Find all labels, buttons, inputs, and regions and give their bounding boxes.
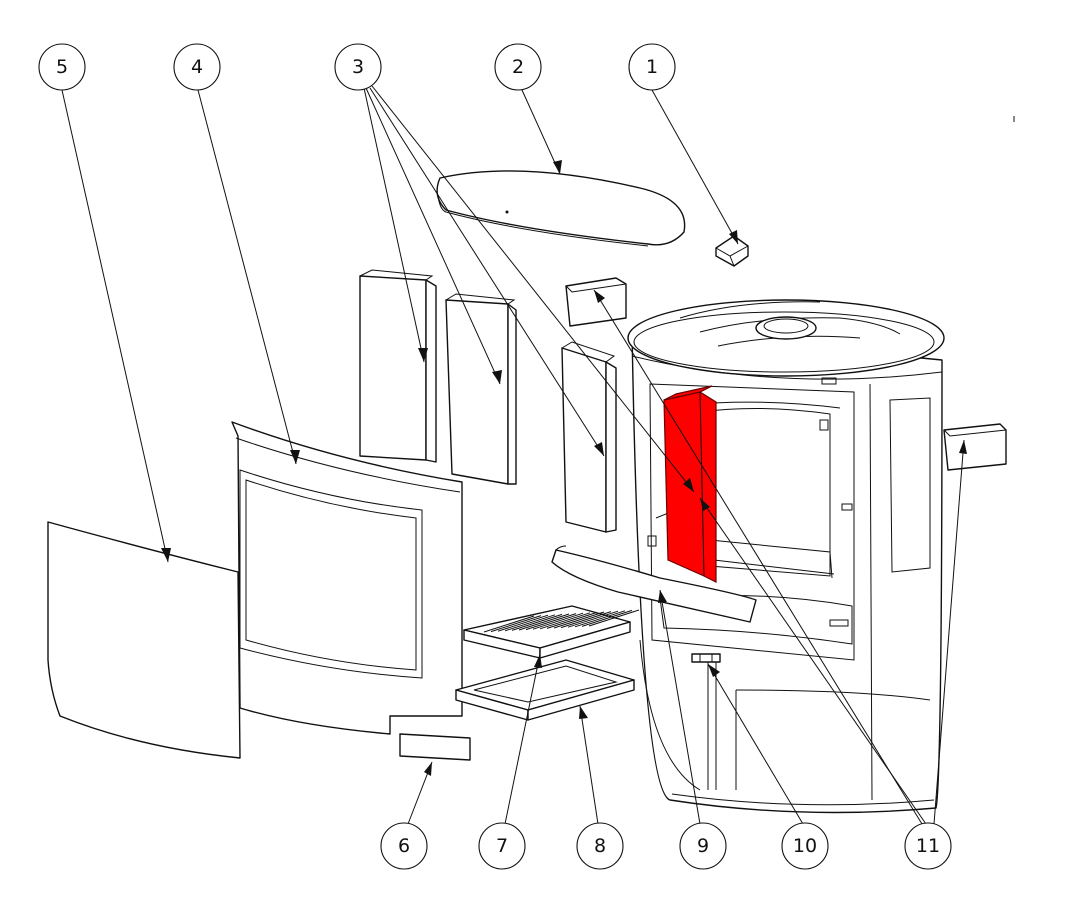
balloon-label: 4 bbox=[191, 56, 203, 78]
balloon-label: 6 bbox=[398, 835, 410, 857]
grate-slot bbox=[525, 613, 577, 631]
part-4-front-panel bbox=[231, 421, 463, 735]
grate-slot bbox=[588, 609, 640, 627]
balloon-7: 7 bbox=[478, 822, 526, 870]
grate-slot bbox=[497, 614, 549, 632]
balloon-label: 10 bbox=[793, 835, 817, 857]
balloon-label: 3 bbox=[352, 56, 364, 78]
part-10-lever bbox=[691, 653, 721, 663]
part-1-bracket bbox=[715, 235, 749, 267]
arrowheads bbox=[161, 160, 967, 776]
grate-slot bbox=[560, 611, 612, 629]
balloon-label: 1 bbox=[646, 56, 658, 78]
grate-slot bbox=[553, 611, 605, 629]
part-8-ash-pan bbox=[455, 659, 635, 721]
balloon-label: 2 bbox=[512, 56, 524, 78]
grate-slot bbox=[483, 615, 535, 633]
part-9-trim-strip bbox=[551, 545, 757, 623]
balloon-9: 9 bbox=[679, 822, 727, 870]
balloon-11: 11 bbox=[904, 822, 952, 870]
balloon-2: 2 bbox=[494, 43, 542, 91]
leader-lines bbox=[61, 85, 1015, 825]
part-2-top-plate bbox=[436, 170, 686, 247]
balloon-label: 7 bbox=[496, 835, 508, 857]
balloon-1: 1 bbox=[628, 43, 676, 91]
grate-slot bbox=[574, 610, 626, 628]
grate-slot bbox=[539, 612, 591, 630]
balloon-5: 5 bbox=[38, 43, 86, 91]
part-6-cover-plate bbox=[399, 733, 471, 761]
grate-slot bbox=[504, 614, 556, 632]
balloon-3: 3 bbox=[334, 43, 382, 91]
grate-slot bbox=[567, 610, 619, 628]
grate-slot bbox=[546, 611, 598, 629]
grate-slots bbox=[483, 609, 640, 633]
grate-slot bbox=[490, 615, 542, 633]
balloon-label: 8 bbox=[594, 835, 606, 857]
balloon-label: 5 bbox=[56, 56, 68, 78]
grate-slot bbox=[581, 609, 633, 627]
grate-slot bbox=[518, 613, 570, 631]
part-7-grate bbox=[463, 605, 640, 659]
balloon-4: 4 bbox=[173, 43, 221, 91]
grate-slot bbox=[511, 613, 563, 631]
part-3-firebricks bbox=[359, 269, 617, 533]
part-11-deflectors bbox=[565, 277, 1007, 471]
balloon-label: 11 bbox=[916, 835, 940, 857]
balloon-6: 6 bbox=[380, 822, 428, 870]
balloon-label: 9 bbox=[697, 835, 709, 857]
balloon-8: 8 bbox=[576, 822, 624, 870]
part-5-side-panel bbox=[47, 521, 241, 759]
grate-slot bbox=[532, 612, 584, 630]
balloon-10: 10 bbox=[781, 822, 829, 870]
